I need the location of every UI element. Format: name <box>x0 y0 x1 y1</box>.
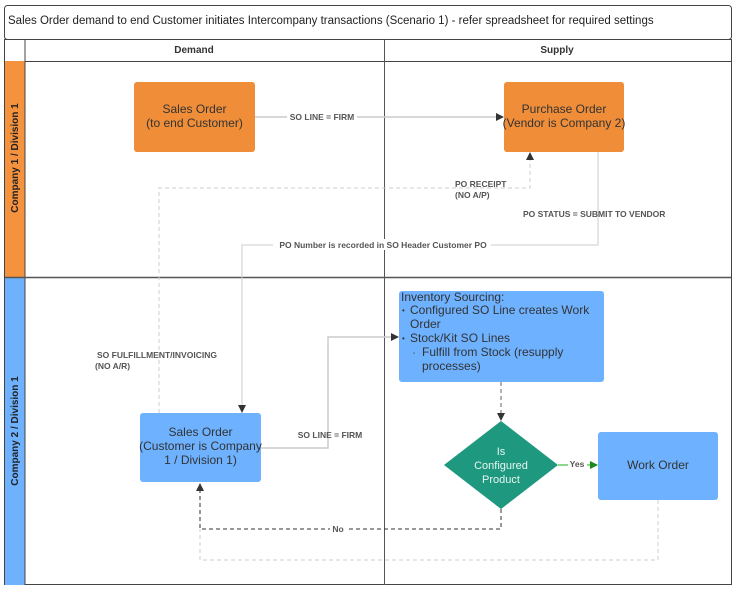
inventory-sub-bullet-cont: processes) <box>422 359 481 373</box>
node-text: (Vendor is Company 2) <box>503 116 626 130</box>
sub-bullet-icon: ▫ <box>413 351 415 357</box>
title-box: Sales Order demand to end Customer initi… <box>4 5 732 40</box>
node-text: Work Order <box>627 458 689 472</box>
label-so-line-firm-top: SO LINE = FIRM <box>290 112 354 122</box>
lane-label-company-1: Company 1 / Division 1 <box>10 103 21 213</box>
node-text: 1 / Division 1) <box>164 453 237 467</box>
node-text: Configured <box>474 460 528 472</box>
edge-work-order-return <box>199 500 659 561</box>
inventory-bullet: Stock/Kit SO Lines <box>410 331 510 345</box>
bullet-icon: • <box>402 306 405 315</box>
label-so-fulfillment-sub: (NO A/R) <box>95 361 130 371</box>
edge-so-line-firm-bottom <box>261 333 399 449</box>
node-text: Product <box>482 474 520 486</box>
label-yes: Yes <box>570 459 585 469</box>
lane-label-company-2: Company 2 / Division 1 <box>10 376 21 486</box>
node-work-order[interactable]: Work Order <box>598 432 718 500</box>
label-no: No <box>332 524 343 534</box>
node-inventory-sourcing[interactable]: Inventory Sourcing: • Configured SO Line… <box>399 290 604 382</box>
node-text: Sales Order <box>162 102 226 116</box>
label-po-receipt: PO RECEIPT <box>455 179 507 189</box>
lane-strip-company-2 <box>5 277 25 585</box>
label-so-fulfillment: SO FULFILLMENT/INVOICING <box>97 350 217 360</box>
label-so-line-firm-bottom: SO LINE = FIRM <box>298 430 362 440</box>
node-purchase-order[interactable]: Purchase Order (Vendor is Company 2) <box>503 82 626 152</box>
inventory-sub-bullet: Fulfill from Stock (resupply <box>422 345 563 359</box>
edge-no <box>196 483 502 530</box>
label-po-receipt-sub: (NO A/P) <box>455 190 490 200</box>
lane-strip-company-1 <box>5 61 25 277</box>
bullet-icon: • <box>402 334 405 343</box>
diagram-title: Sales Order demand to end Customer initi… <box>8 15 654 27</box>
edge-po-receipt <box>158 152 534 413</box>
edges: SO LINE = FIRM PO RECEIPT (NO A/P) PO ST… <box>95 111 665 561</box>
column-supply: Supply <box>540 45 574 56</box>
node-text: Sales Order <box>168 425 232 439</box>
node-text: (Customer is Company <box>139 439 262 453</box>
node-text: Is <box>497 446 506 458</box>
column-demand: Demand <box>174 45 213 56</box>
node-sales-order-end-customer[interactable]: Sales Order (to end Customer) <box>134 82 255 152</box>
label-po-number: PO Number is recorded in SO Header Custo… <box>279 240 487 250</box>
inventory-bullet-cont: Order <box>410 317 441 331</box>
inventory-bullet: Configured SO Line creates Work <box>410 303 590 317</box>
inventory-heading: Inventory Sourcing: <box>401 290 504 304</box>
node-decision-is-configured-product[interactable]: Is Configured Product <box>444 421 558 509</box>
node-sales-order-company-2[interactable]: Sales Order (Customer is Company 1 / Div… <box>139 413 262 482</box>
node-text: (to end Customer) <box>146 116 243 130</box>
label-po-status: PO STATUS = SUBMIT TO VENDOR <box>523 209 665 219</box>
node-text: Purchase Order <box>522 102 607 116</box>
